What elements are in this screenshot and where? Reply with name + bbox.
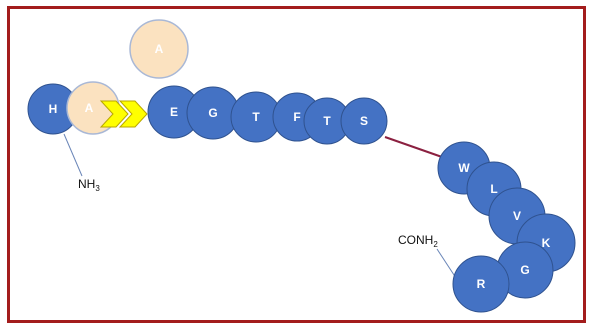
residue-label: T [323,114,331,128]
c-terminus-label: CONH2 [398,233,438,249]
residue-label: H [49,102,58,116]
residue-label: K [542,236,551,250]
residue-label: T [252,110,260,124]
residue-r: R [452,255,510,313]
residue-label: S [360,114,368,128]
residue-label: W [458,161,470,175]
residue-label: L [490,182,497,196]
residue-label: F [293,110,300,124]
residue-label: V [513,209,521,223]
residue-e: E [147,85,201,139]
residue-label: R [477,277,486,291]
n-terminus-pointer [63,133,83,177]
residue-label: A [85,101,94,115]
n-terminus-label: NH3 [78,177,100,193]
residue-label: G [208,106,217,120]
c-terminus-pointer [436,248,457,279]
residue-label: E [170,105,178,119]
residue-t: T [303,97,351,145]
floating-residue-label: A [155,42,164,56]
floating-residue-a: A [129,19,189,79]
residue-label: G [520,263,529,277]
residue-s: S [340,97,388,145]
double-chevron-arrow-icon [99,100,148,128]
diagram-frame [7,6,586,323]
linker-line [384,136,443,158]
